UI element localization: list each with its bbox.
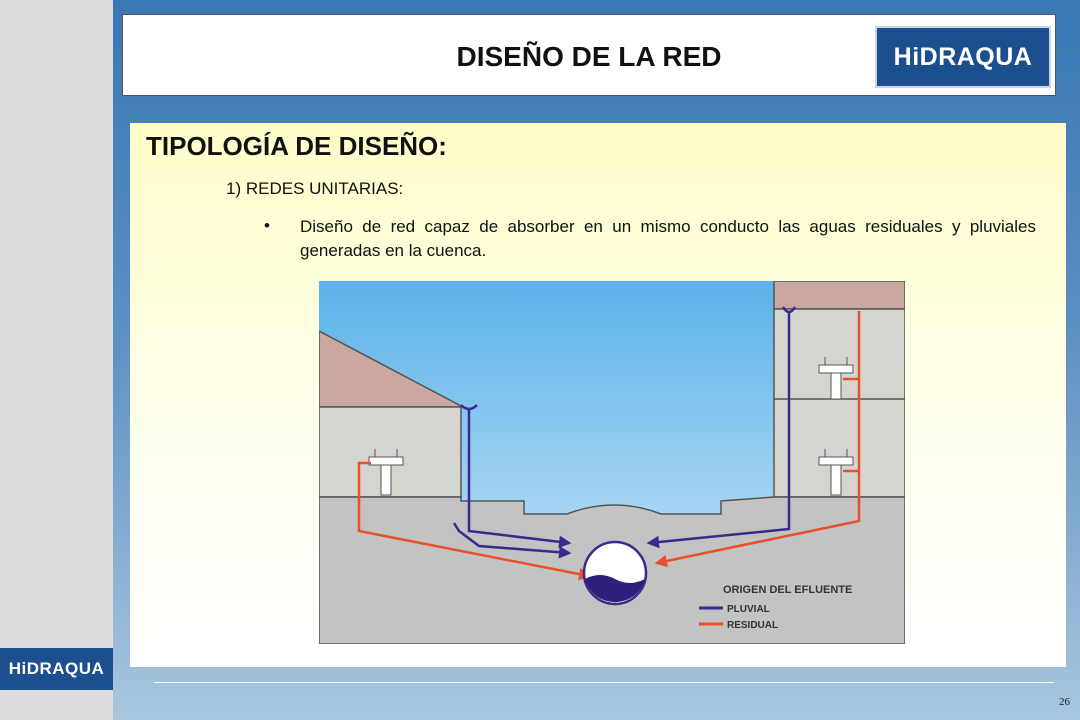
residual-pipe-left (357, 461, 592, 581)
sewer-water (585, 575, 645, 603)
residual-pipe-right (657, 311, 861, 563)
pluvial-pipe-right (781, 306, 797, 314)
combined-sewer-diagram: ORIGEN DEL EFLUENTE PLUVIAL RESIDUAL (319, 281, 905, 644)
section-heading: TIPOLOGÍA DE DISEÑO: (146, 131, 447, 161)
right-roof (773, 281, 905, 310)
footer-rule (154, 682, 1054, 683)
hidraqua-logo-top: HiDRAQUA (875, 26, 1051, 88)
hidraqua-logo-bottom: HiDRAQUA (0, 648, 113, 690)
title-box: DISEÑO DE LA RED HiDRAQUA (122, 14, 1056, 96)
page-title: DISEÑO DE LA RED (456, 41, 722, 72)
legend-residual: RESIDUAL (727, 620, 778, 631)
content-panel: TIPOLOGÍA DE DISEÑO: 1) REDES UNITARIAS:… (130, 123, 1066, 667)
sink-left (368, 449, 404, 496)
subsection-heading: 1) REDES UNITARIAS: (226, 179, 404, 198)
legend-pluvial: PLUVIAL (727, 604, 770, 615)
legend-title: ORIGEN DEL EFLUENTE (723, 584, 852, 596)
page-number: 26 (1059, 696, 1070, 708)
bullet-text: Diseño de red capaz de absorber en un mi… (300, 217, 1036, 260)
sink-right-lower (818, 449, 854, 496)
bullet-icon: • (264, 216, 270, 235)
left-sidebar-strip (0, 0, 113, 720)
sink-right-upper (818, 357, 854, 400)
